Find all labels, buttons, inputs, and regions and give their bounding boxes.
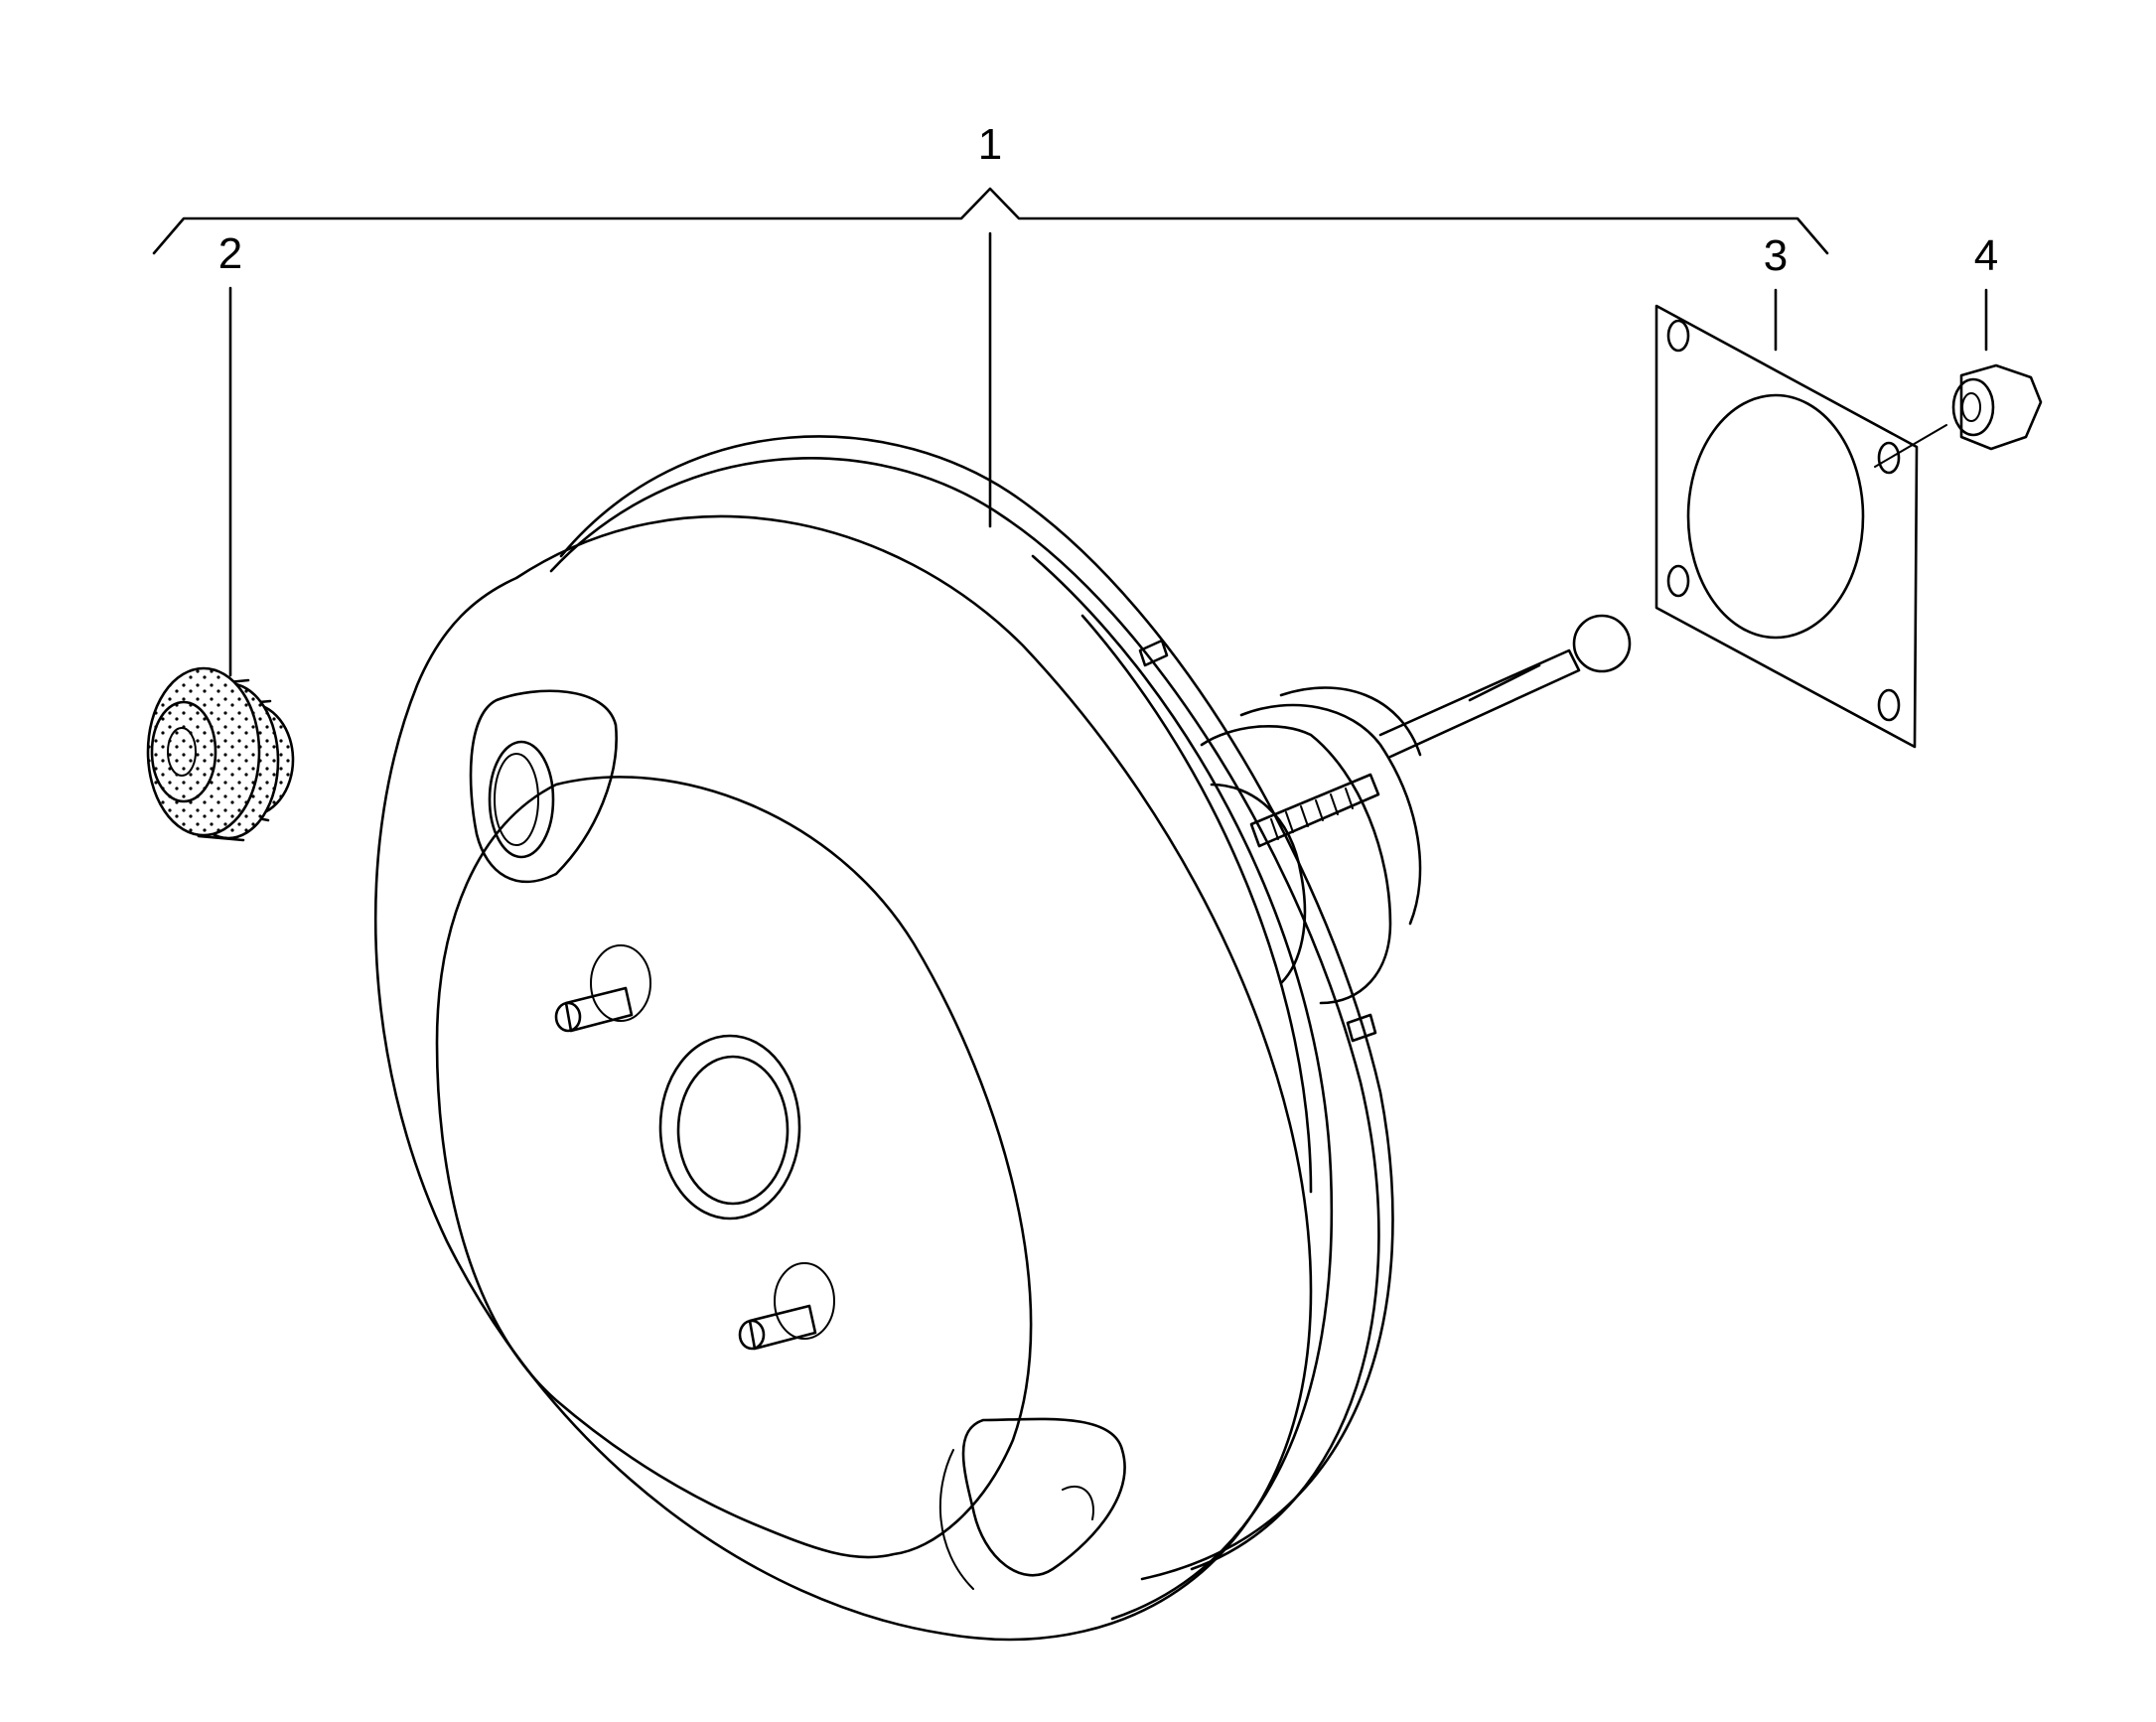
callout-3-number: 3 xyxy=(1764,231,1788,280)
callout-1[interactable]: 1 xyxy=(152,120,1829,528)
callout-4[interactable]: 4 xyxy=(1974,231,1998,352)
brake-booster-part xyxy=(373,435,1632,1642)
grommet-part xyxy=(146,666,295,842)
callout-3[interactable]: 3 xyxy=(1764,231,1788,352)
nut-part xyxy=(1951,363,2043,451)
callout-2[interactable]: 2 xyxy=(218,229,242,677)
callout-1-bracket xyxy=(152,187,1829,255)
callout-2-number: 2 xyxy=(218,229,242,278)
front-stud-lower xyxy=(738,1262,835,1351)
callout-4-number: 4 xyxy=(1974,231,1998,280)
callout-1-number: 1 xyxy=(978,120,1002,169)
gasket-part xyxy=(1654,304,1947,749)
front-stud-upper xyxy=(554,944,651,1033)
